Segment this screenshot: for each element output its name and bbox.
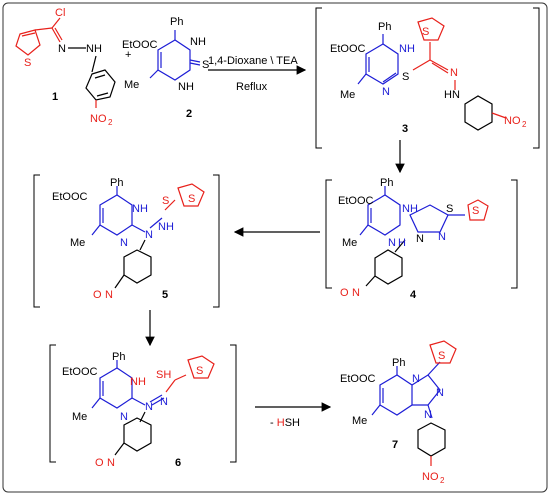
c3-s: S bbox=[402, 71, 409, 83]
c4-s: S bbox=[446, 203, 453, 215]
c2-me: Me bbox=[124, 79, 139, 91]
conditions-reagents: 1,4-Dioxane \ TEA bbox=[208, 55, 298, 67]
c6-n3: N bbox=[160, 396, 168, 408]
c4-n2: N bbox=[438, 231, 446, 243]
c7-n2: N bbox=[436, 387, 444, 399]
c5-ph: Ph bbox=[110, 177, 123, 189]
c1-h: H bbox=[94, 43, 102, 55]
c7-n: N bbox=[412, 373, 420, 385]
c3-no2: NO bbox=[504, 115, 521, 127]
c2-ester: EtOOC bbox=[122, 39, 158, 51]
c7-thiophene-s: S bbox=[438, 350, 445, 362]
c1-cl: Cl bbox=[55, 7, 65, 19]
c5-o2n: O bbox=[93, 289, 102, 301]
c1-no2-sub: 2 bbox=[108, 118, 113, 127]
c1-n: N bbox=[58, 43, 66, 55]
c3-n2: N bbox=[450, 67, 458, 79]
c2-nh1: NH bbox=[190, 36, 206, 48]
c1-nh: N bbox=[86, 43, 94, 55]
c3-n: N bbox=[382, 86, 390, 98]
c5-me: Me bbox=[70, 237, 85, 249]
c4-ph: Ph bbox=[380, 177, 393, 189]
c3-hn: HN bbox=[444, 89, 460, 101]
c1-number: 1 bbox=[52, 91, 58, 103]
c6-me: Me bbox=[72, 411, 87, 423]
c2-s: S bbox=[202, 59, 209, 71]
c5-s: S bbox=[162, 195, 169, 207]
c5-n2: N bbox=[145, 229, 153, 241]
plus-sign: + bbox=[125, 49, 131, 61]
c3-thiophene-s: S bbox=[422, 26, 429, 38]
conditions-reflux: Reflux bbox=[236, 81, 268, 93]
c5-nh: NH bbox=[132, 203, 148, 215]
c3-nh: NH bbox=[399, 43, 415, 55]
compound-1: Cl S N N H NO 2 1 bbox=[15, 7, 116, 127]
c4-n-red: N bbox=[352, 287, 360, 299]
c2-number: 2 bbox=[186, 108, 192, 120]
c1-s: S bbox=[24, 57, 31, 69]
c6-n: N bbox=[120, 411, 128, 423]
c4-n3: N bbox=[416, 233, 424, 245]
c7-no2-sub: 2 bbox=[440, 476, 445, 485]
c3-ph: Ph bbox=[378, 21, 391, 33]
c1-no2: NO bbox=[90, 113, 107, 125]
c5-n-red: N bbox=[105, 289, 113, 301]
compound-5: EtOOC Ph NH N Me S S N NH O N 5 bbox=[33, 174, 220, 308]
compound-7: EtOOC Ph N N N Me S NO 2 7 bbox=[340, 340, 457, 485]
c6-ph: Ph bbox=[112, 351, 125, 363]
c5-ester: EtOOC bbox=[52, 191, 88, 203]
c4-n: N bbox=[388, 237, 396, 249]
compound-3: EtOOC Ph NH N Me S S N HN NO 2 3 bbox=[315, 7, 540, 149]
elimination-label: - HSH bbox=[270, 417, 300, 429]
c6-n-red: N bbox=[107, 457, 115, 469]
c7-me: Me bbox=[352, 415, 367, 427]
c4-o2: O bbox=[340, 287, 349, 299]
c6-thiophene-s: S bbox=[196, 365, 203, 377]
c7-n3: N bbox=[424, 409, 432, 421]
c6-o2n: O bbox=[95, 457, 104, 469]
c4-number: 4 bbox=[410, 289, 417, 301]
c4-h: H bbox=[398, 237, 406, 249]
c5-n: N bbox=[120, 237, 128, 249]
c6-nh: NH bbox=[130, 376, 146, 388]
c4-ester: EtOOC bbox=[338, 195, 374, 207]
compound-4: EtOOC Ph NH N H Me S S N N O N 4 bbox=[325, 177, 518, 301]
c5-nh2: NH bbox=[158, 221, 174, 233]
c7-number: 7 bbox=[392, 439, 398, 451]
compound-2: EtOOC Ph NH N H Me S 2 bbox=[122, 16, 209, 120]
c3-number: 3 bbox=[402, 123, 408, 135]
c7-no2: NO bbox=[422, 471, 439, 483]
c6-n2: N bbox=[145, 401, 153, 413]
c6-ester: EtOOC bbox=[62, 366, 98, 378]
c2-ph: Ph bbox=[170, 16, 183, 28]
c3-me: Me bbox=[340, 89, 355, 101]
c4-thiophene-s: S bbox=[472, 205, 479, 217]
c3-no2-sub: 2 bbox=[522, 120, 527, 129]
c4-nh: NH bbox=[402, 203, 418, 215]
compound-6: EtOOC Ph NH N Me SH S N N O N 6 bbox=[49, 344, 237, 469]
c7-ester: EtOOC bbox=[340, 373, 376, 385]
c3-ester: EtOOC bbox=[330, 43, 366, 55]
c6-number: 6 bbox=[175, 457, 181, 469]
c6-sh: SH bbox=[156, 369, 171, 381]
c4-me: Me bbox=[342, 237, 357, 249]
c2-nh2: N bbox=[178, 81, 186, 93]
c7-ph: Ph bbox=[392, 357, 405, 369]
c5-number: 5 bbox=[162, 289, 168, 301]
c2-h2: H bbox=[186, 81, 194, 93]
c5-thiophene-s: S bbox=[188, 193, 195, 205]
